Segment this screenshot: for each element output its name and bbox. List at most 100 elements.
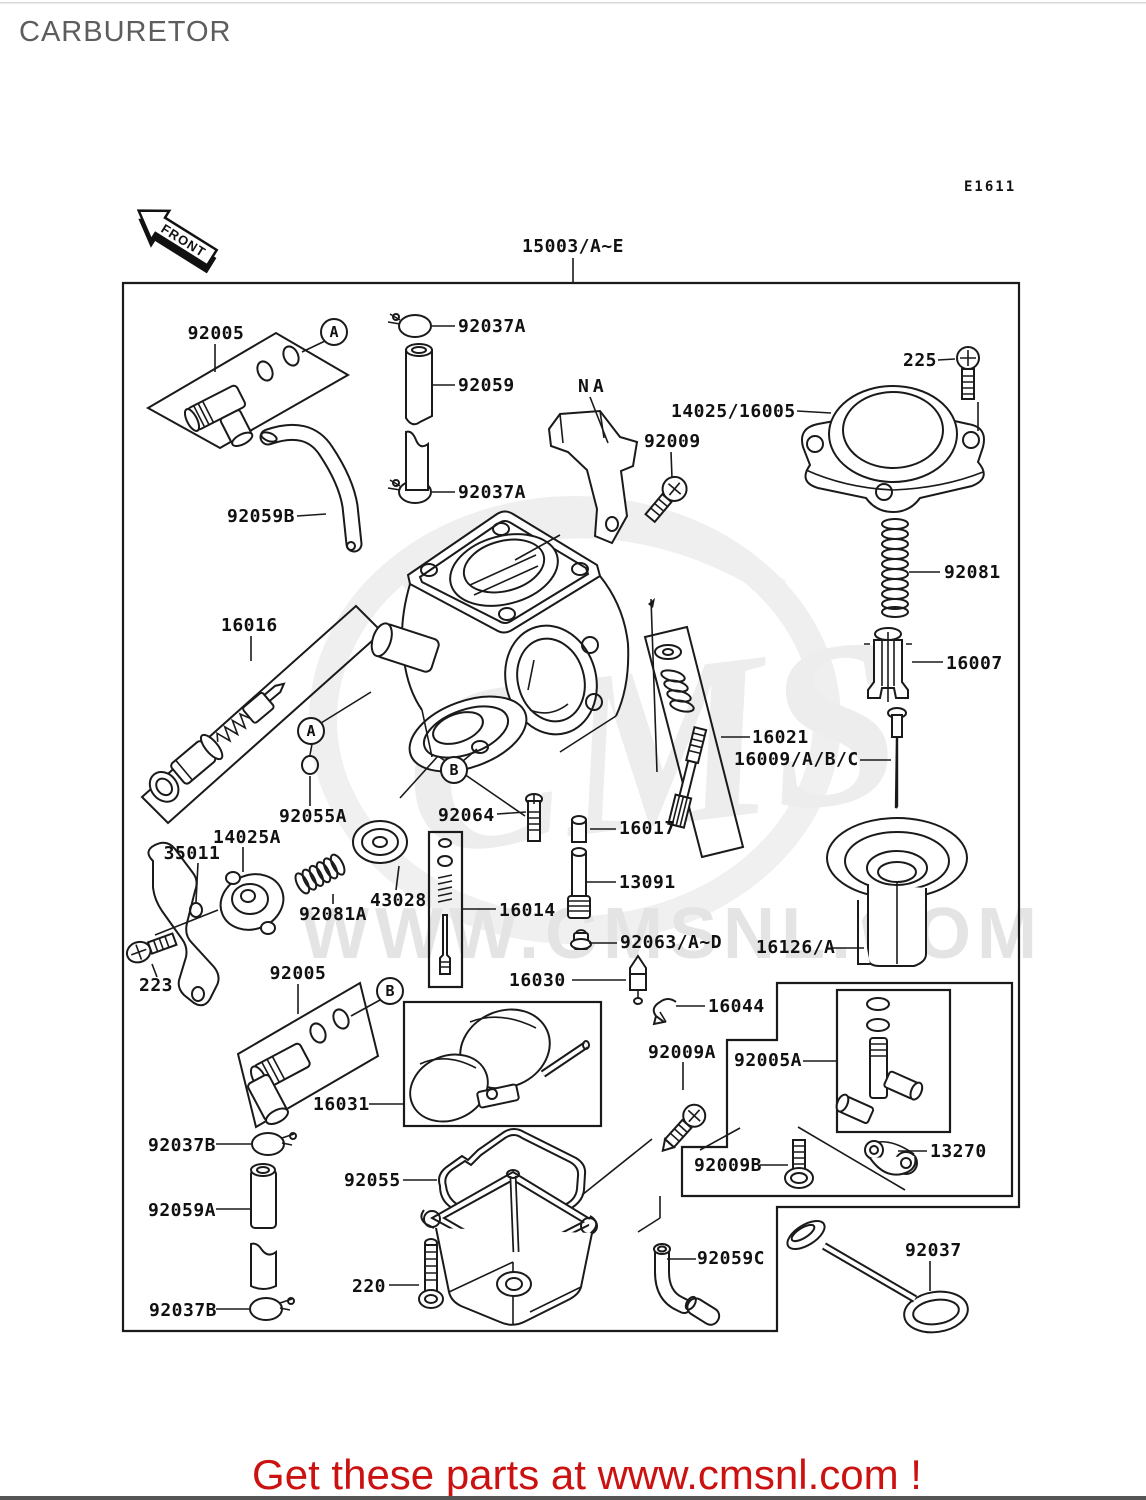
part-label-92037b-1: 92037B: [148, 1135, 216, 1156]
part-label-92005-1: 92005: [188, 323, 245, 344]
bracket-35011: [147, 841, 220, 1007]
balloon-b-2-letter: B: [385, 982, 394, 1000]
part-label-92064: 92064: [438, 805, 495, 826]
balloon-a-2-letter: A: [306, 722, 315, 740]
part-label-92081a: 92081A: [299, 904, 367, 925]
part-label-92059b: 92059B: [227, 506, 295, 527]
part-label-92037a-1: 92037A: [458, 316, 526, 337]
clamp-92037b-2: [249, 1297, 295, 1321]
part-label-92005a: 92005A: [734, 1050, 802, 1071]
screw-92009a: [661, 1103, 707, 1153]
part-label-92009b: 92009B: [694, 1155, 762, 1176]
balloon-b-1-letter: B: [449, 761, 458, 779]
part-label-16031: 16031: [313, 1094, 370, 1115]
part-label-92005-2: 92005: [270, 963, 327, 984]
part-label-16017: 16017: [619, 818, 676, 839]
tube-92059: [405, 343, 433, 491]
bracket-na: [547, 409, 639, 545]
t-fitting-92005a: [835, 997, 924, 1124]
part-label-92037b-2: 92037B: [149, 1300, 217, 1321]
part-label-16007: 16007: [946, 653, 1003, 674]
fuel-fitting-group-box: [680, 981, 1014, 1198]
part-label-92063: 92063/A~D: [620, 932, 722, 953]
vacuum-piston-16126: [826, 817, 968, 967]
carburetor-body: [370, 510, 630, 817]
o-ring-92055a: [301, 755, 319, 775]
t-fitting-box: [835, 988, 952, 1134]
sleeve-16017: [571, 815, 587, 843]
plug-92063: [570, 929, 592, 950]
jet-needle-16009: [887, 707, 907, 809]
part-label-92009a: 92009A: [648, 1042, 716, 1063]
part-label-16044: 16044: [708, 996, 765, 1017]
link-13270: [864, 1140, 918, 1176]
float-bowl: [420, 1169, 598, 1326]
hose-joint-group-1: [145, 331, 351, 450]
part-label-92055a: 92055A: [279, 806, 347, 827]
hose-joint-92005-1: [183, 345, 300, 447]
balloon-b-1: B: [440, 748, 478, 784]
hose-92059b: [259, 423, 363, 553]
clamp-92037a-1: [387, 313, 432, 338]
screw-92009b: [784, 1139, 814, 1189]
ring-92037: [786, 1220, 969, 1334]
clip-16044: [652, 998, 677, 1026]
part-label-92037: 92037: [905, 1240, 962, 1261]
part-label-16016: 16016: [221, 615, 278, 636]
balloon-a-1-letter: A: [329, 323, 338, 341]
drain-screw-220: [418, 1238, 444, 1309]
spring-seat-16007: [864, 627, 912, 702]
part-label-92059a: 92059A: [148, 1200, 216, 1221]
screw-225: [956, 346, 980, 431]
part-label-92081: 92081: [944, 562, 1001, 583]
part-label-43028: 43028: [370, 890, 427, 911]
part-label-92055: 92055: [344, 1170, 401, 1191]
part-label-92059: 92059: [458, 375, 515, 396]
screw-92009: [644, 475, 688, 524]
part-label-16014: 16014: [499, 900, 556, 921]
footer-promo-text: Get these parts at www.cmsnl.com !: [252, 1451, 922, 1498]
part-label-15003: 15003/A~E: [522, 236, 624, 257]
part-label-13270: 13270: [930, 1141, 987, 1162]
diagram-border: [121, 281, 1021, 1333]
balloon-a-1: A: [301, 318, 348, 353]
diagram-code: E1611: [964, 179, 1016, 195]
carburetor-cap: [801, 385, 985, 514]
balloon-b-2: B: [350, 977, 404, 1017]
needle-jet-16014: [437, 838, 453, 975]
diaphragm-43028: [352, 820, 408, 891]
part-label-92037a-2: 92037A: [458, 482, 526, 503]
float-assy-16031: [409, 1008, 590, 1123]
part-label-na: NA: [578, 376, 608, 397]
part-label-14025-16005: 14025/16005: [671, 401, 796, 422]
part-label-13091: 13091: [619, 872, 676, 893]
top-rule: [0, 2, 1146, 4]
pilot-jet-92064: [525, 793, 543, 842]
tube-92059a: [250, 1163, 277, 1290]
hose-joint-group-2: [236, 981, 380, 1129]
screw-223: [125, 932, 178, 964]
part-label-92059c: 92059C: [697, 1248, 765, 1269]
hose-joint-92005-2: [247, 1008, 350, 1126]
needle-valve-16030: [629, 954, 647, 1005]
page-title: CARBURETOR: [19, 16, 232, 48]
main-jet-holder-13091: [567, 847, 591, 919]
clamp-92037b-1: [251, 1132, 297, 1156]
bottom-edge-bar: [0, 1496, 1146, 1500]
starter-valve-16016: [148, 682, 286, 803]
part-label-16021: 16021: [752, 727, 809, 748]
part-label-223: 223: [139, 975, 173, 996]
cover-14025a: [219, 871, 285, 935]
jet-needle-box: [427, 830, 464, 989]
hose-92059c: [637, 1196, 721, 1326]
part-label-16009: 16009/A/B/C: [734, 749, 859, 770]
part-labels: 92005 92037A 92059 NA 14025/16005 92009 …: [139, 316, 1003, 1321]
balloon-a-2: A: [297, 691, 372, 756]
spring-92081a: [294, 853, 346, 895]
spring-92081: [881, 518, 909, 618]
leader-lines: [151, 325, 956, 1310]
pilot-screw-assy-16021: [648, 598, 708, 829]
part-label-14025a: 14025A: [213, 827, 281, 848]
float-box: [402, 1000, 603, 1128]
